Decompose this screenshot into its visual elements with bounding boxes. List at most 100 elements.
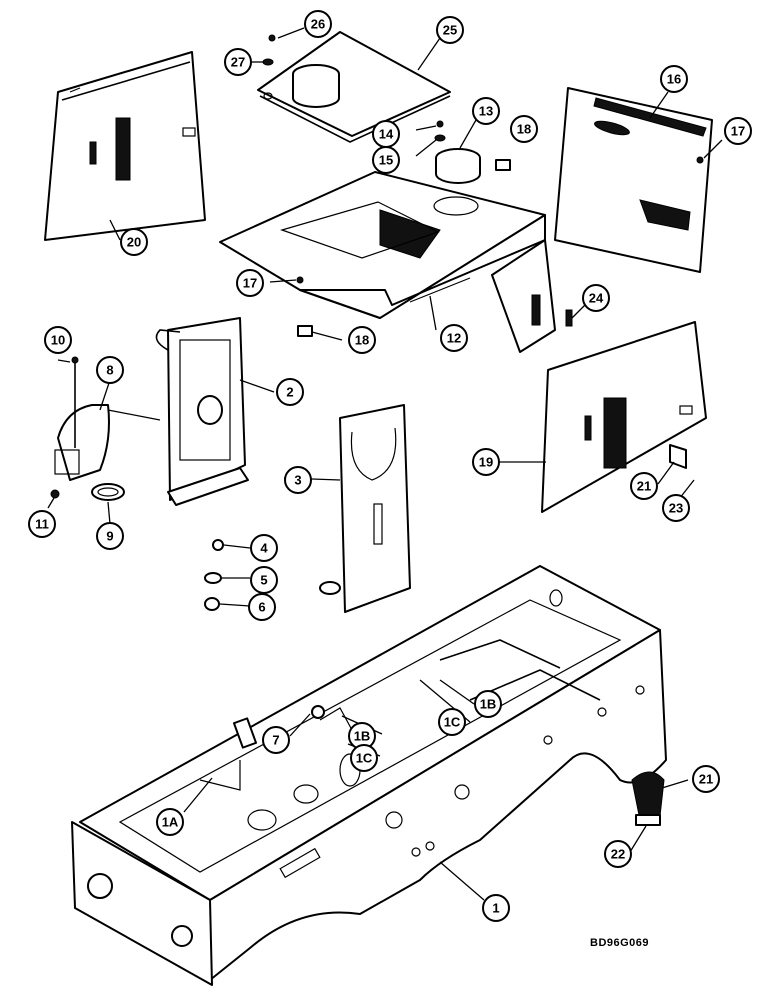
callout-circle [662, 494, 690, 522]
callout-label: 10 [51, 333, 65, 348]
callout-circle [276, 378, 304, 406]
lid-part [54, 404, 161, 481]
callout-label: 25 [443, 23, 457, 38]
callout-label: 7 [272, 733, 279, 748]
callout-label: 1C [356, 751, 373, 766]
callout-label: 17 [731, 124, 745, 139]
callout-circle [582, 284, 610, 312]
callout-c19: 19 [472, 448, 500, 476]
cup-part [435, 148, 481, 184]
callout-label: 18 [355, 333, 369, 348]
callout-c10: 10 [44, 326, 72, 354]
callout-circle [96, 356, 124, 384]
drawing-code: BD96G069 [590, 937, 649, 949]
callout-c21-lower: 21 [692, 765, 720, 793]
callout-circle [250, 534, 278, 562]
callout-circle [724, 117, 752, 145]
callout-circle [350, 744, 378, 772]
callout-label: 22 [611, 847, 625, 862]
callout-circle [250, 566, 278, 594]
callout-circle [436, 16, 464, 44]
callout-c27: 27 [224, 48, 252, 76]
callout-c9: 9 [96, 522, 124, 550]
callout-circle [438, 708, 466, 736]
callout-c2: 2 [276, 378, 304, 406]
side-panel-left [44, 51, 206, 241]
callout-label: 6 [258, 600, 265, 615]
callout-c13: 13 [472, 97, 500, 125]
callout-label: 5 [260, 573, 267, 588]
callout-c12: 12 [440, 324, 468, 352]
callout-label: 17 [243, 276, 257, 291]
callout-c4: 4 [250, 534, 278, 562]
callout-label: 13 [479, 104, 493, 119]
callout-label: 21 [699, 772, 713, 787]
clip-part [91, 483, 125, 501]
callout-circle [474, 690, 502, 718]
callout-c14: 14 [372, 120, 400, 148]
callout-c21-upper: 21 [630, 472, 658, 500]
callout-circle [304, 10, 332, 38]
callout-labels: 11A1B1C1B1C23456789101112131415161717181… [28, 10, 752, 922]
fastener-hardware [50, 34, 704, 611]
callout-c1c-left: 1C [350, 744, 378, 772]
callout-label: 8 [106, 363, 113, 378]
callout-label: 14 [379, 127, 394, 142]
callout-label: 27 [231, 55, 245, 70]
callout-label: 3 [294, 473, 301, 488]
callout-label: 1B [354, 729, 371, 744]
front-panel-right [541, 321, 707, 513]
top-cover-plate [257, 31, 451, 143]
callout-label: 11 [35, 517, 49, 532]
callout-circle [630, 472, 658, 500]
callout-label: 19 [479, 455, 493, 470]
callout-label: 18 [517, 122, 531, 137]
callout-label: 12 [447, 331, 461, 346]
callout-c18-top: 18 [510, 115, 538, 143]
callout-label: 9 [106, 529, 113, 544]
callout-label: 26 [311, 17, 325, 32]
callout-c22: 22 [604, 840, 632, 868]
callout-c16: 16 [660, 65, 688, 93]
callout-label: 1C [444, 715, 461, 730]
callout-c1b-right: 1B [474, 690, 502, 718]
callout-circle [660, 65, 688, 93]
callout-circle [472, 448, 500, 476]
callout-label: 24 [589, 291, 604, 306]
callout-label: 23 [669, 501, 683, 516]
callout-c15: 15 [372, 146, 400, 174]
callout-circle [482, 894, 510, 922]
callout-circle [440, 324, 468, 352]
callout-c1a: 1A [156, 808, 184, 836]
callout-circle [156, 808, 184, 836]
callout-label: 1 [492, 901, 499, 916]
callout-label: 15 [379, 153, 393, 168]
callout-c1: 1 [482, 894, 510, 922]
side-bracket [631, 771, 665, 826]
callout-circle [224, 48, 252, 76]
callout-c18-bottom: 18 [348, 326, 376, 354]
callout-circle [262, 726, 290, 754]
callout-label: 21 [637, 479, 651, 494]
callout-c17-right: 17 [724, 117, 752, 145]
callout-c11: 11 [28, 510, 56, 538]
callout-c20: 20 [120, 228, 148, 256]
callout-circle [120, 228, 148, 256]
callout-label: 2 [286, 385, 293, 400]
callout-c17-left: 17 [236, 269, 264, 297]
callout-circle [604, 840, 632, 868]
stand-center [319, 404, 411, 613]
side-panel-right [554, 87, 713, 273]
callout-circle [284, 466, 312, 494]
callout-label: 4 [260, 541, 268, 556]
callout-circle [236, 269, 264, 297]
callout-c6: 6 [248, 593, 276, 621]
callout-label: 16 [667, 72, 681, 87]
callout-c3: 3 [284, 466, 312, 494]
callout-circle [248, 593, 276, 621]
callout-c1c-right: 1C [438, 708, 466, 736]
callout-c25: 25 [436, 16, 464, 44]
callout-circle [372, 146, 400, 174]
callout-label: 1B [480, 697, 497, 712]
